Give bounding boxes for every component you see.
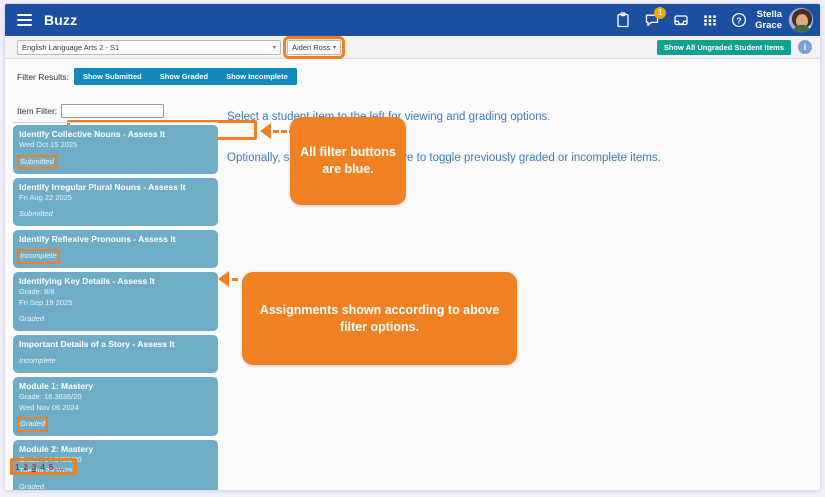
show-incomplete-button[interactable]: Show Incomplete xyxy=(217,68,297,85)
app-window: Buzz 1 xyxy=(4,3,821,491)
assignment-title: Identify Irregular Plural Nouns - Assess… xyxy=(19,181,186,192)
help-icon[interactable]: ? xyxy=(731,12,747,28)
assignment-status: Graded xyxy=(16,417,49,432)
avatar-chevron-down-icon[interactable]: ▾ xyxy=(808,25,812,32)
assignment-grade: Grade: 16.3636/20 xyxy=(19,392,82,401)
assignment-date: Wed Oct 15 2025 xyxy=(19,140,78,149)
assignment-status-row: Incomplete xyxy=(19,350,212,368)
announcement-icon[interactable]: 1 xyxy=(644,7,667,28)
student-select-value: Aiden Ross xyxy=(292,42,331,52)
pagination-link[interactable]: 3 xyxy=(31,463,37,472)
item-filter-row: Item Filter: xyxy=(17,104,165,118)
filter-results-row: Filter Results: Show Submitted Show Grad… xyxy=(17,68,297,85)
topbar-icon-group: 1 ? xyxy=(615,7,747,28)
assignment-title: Important Details of a Story - Assess It xyxy=(19,339,175,349)
assignment-status-row: Graded xyxy=(19,308,212,326)
filter-button-group: Show Submitted Show Graded Show Incomple… xyxy=(73,68,297,85)
content-area: Filter Results: Show Submitted Show Grad… xyxy=(5,59,820,491)
assignment-status: Submitted xyxy=(17,154,57,169)
assignment-title: Module 2: Mastery xyxy=(19,444,94,454)
hamburger-menu-icon[interactable] xyxy=(17,14,32,26)
clipboard-icon[interactable] xyxy=(615,12,631,28)
assignment-card[interactable]: Identify Reflexive Pronouns - Assess It I… xyxy=(13,230,218,268)
pagination-link[interactable]: 5 xyxy=(48,463,54,472)
announcement-badge: 1 xyxy=(654,7,667,19)
assignment-title: Module 1: Mastery xyxy=(19,381,94,391)
list-divider xyxy=(13,122,218,123)
annotation-arrow-head-filters xyxy=(260,123,271,139)
info-icon[interactable]: i xyxy=(798,40,812,54)
assignment-status-row: Submitted xyxy=(19,203,212,221)
assignment-status: Incomplete xyxy=(17,249,60,264)
assignment-title: Identifying Key Details - Assess It xyxy=(19,276,155,286)
annotation-arrow-head-assignments xyxy=(218,271,229,287)
brand-logo: Buzz xyxy=(44,12,78,28)
avatar[interactable]: ▾ xyxy=(788,7,814,33)
student-select[interactable]: Aiden Ross ▾ xyxy=(283,35,345,59)
annotation-arrow-shaft-assignments xyxy=(232,278,250,281)
item-filter-label: Item Filter: xyxy=(17,106,58,116)
course-select-value: English Language Arts 2 - S1 xyxy=(22,42,120,52)
assignment-card[interactable]: Important Details of a Story - Assess It… xyxy=(13,335,218,373)
pagination-link[interactable]: 4 xyxy=(40,463,45,472)
avatar-body xyxy=(793,25,811,32)
show-all-ungraded-button[interactable]: Show All Ungraded Student Items xyxy=(656,39,791,55)
annotation-arrow-shaft-filters xyxy=(273,130,295,133)
callout-assignments: Assignments shown according to above fil… xyxy=(242,272,517,365)
inbox-icon[interactable] xyxy=(673,12,689,28)
chevron-down-icon: ▾ xyxy=(272,44,276,51)
assignment-grade: Grade: 8/8 xyxy=(19,287,55,296)
assignment-status-row: Graded xyxy=(16,413,212,432)
filter-results-label: Filter Results: xyxy=(17,71,69,82)
assignment-status: Graded xyxy=(19,314,45,323)
course-select[interactable]: English Language Arts 2 - S1 ▾ xyxy=(17,39,281,55)
pagination-link[interactable]: 2 xyxy=(23,463,28,472)
pagination-link[interactable]: 1 xyxy=(15,463,20,472)
top-navigation-bar: Buzz 1 xyxy=(5,4,820,36)
show-graded-button[interactable]: Show Graded xyxy=(150,68,218,85)
assignment-status-row: Submitted xyxy=(17,151,212,169)
assignment-status-row: Graded xyxy=(19,476,212,491)
apps-grid-icon[interactable] xyxy=(702,12,718,28)
subbar-actions: Show All Ungraded Student Items i xyxy=(656,39,812,55)
svg-text:?: ? xyxy=(736,15,741,25)
selection-bar: English Language Arts 2 - S1 ▾ Aiden Ros… xyxy=(5,35,820,59)
assignment-date: Tue Jul 29 2025 xyxy=(19,465,73,475)
user-name-label[interactable]: Stella Grace xyxy=(755,9,782,31)
assignment-status-row: Incomplete xyxy=(17,245,212,264)
assignment-date: Wed Nov 06 2024 xyxy=(19,402,79,412)
assignment-title: Identify Reflexive Pronouns - Assess It xyxy=(19,234,176,244)
assignment-status: Incomplete xyxy=(19,356,56,365)
item-filter-input[interactable] xyxy=(61,104,165,118)
chevron-down-icon: ▾ xyxy=(332,44,336,51)
assignment-date: Fri Aug 22 2025 xyxy=(19,192,72,202)
assignment-date: Fri Sep 19 2025 xyxy=(19,297,73,307)
assignment-card[interactable]: Identify Irregular Plural Nouns - Assess… xyxy=(13,177,218,226)
assignment-status: Submitted xyxy=(19,209,53,218)
pagination-link[interactable]: ... xyxy=(57,463,64,472)
show-submitted-button[interactable]: Show Submitted xyxy=(73,68,151,85)
avatar-face xyxy=(796,14,808,28)
assignment-status: Graded xyxy=(19,482,45,491)
assignment-title: Identify Collective Nouns - Assess It xyxy=(19,129,166,139)
callout-filters: All filter buttons are blue. xyxy=(290,117,406,205)
